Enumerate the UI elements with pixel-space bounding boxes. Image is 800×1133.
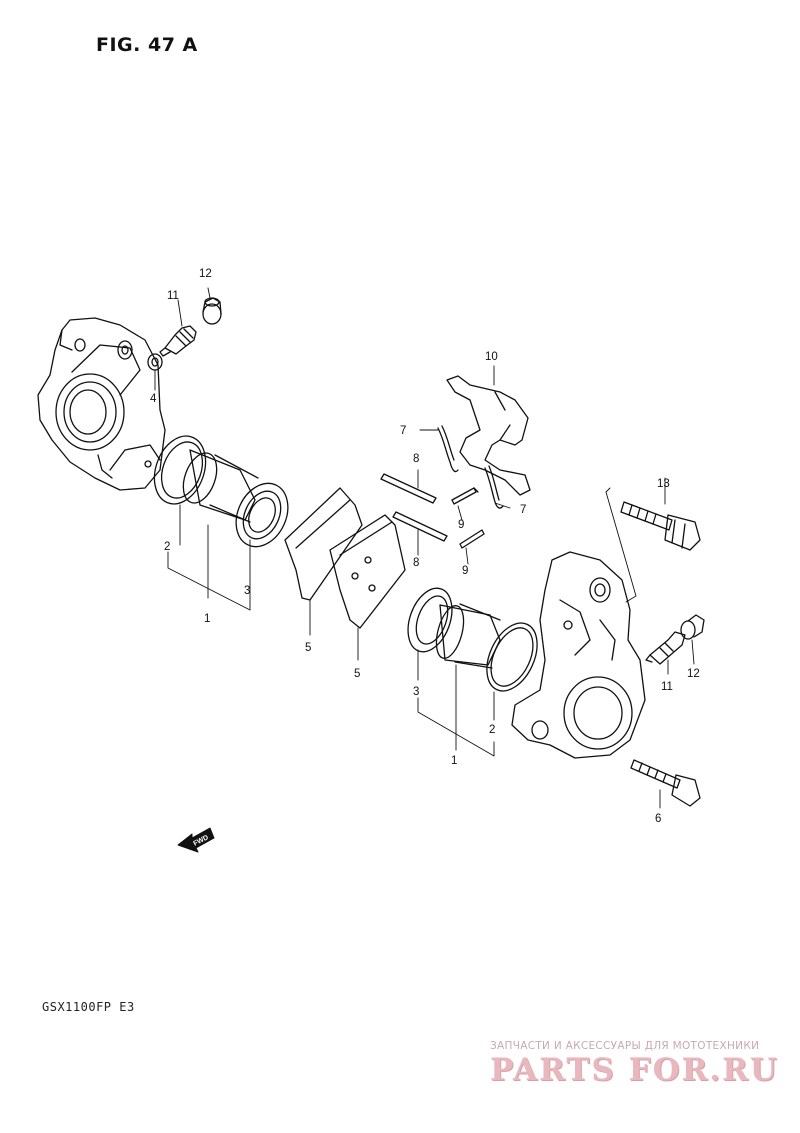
callout-8-lower: 8 [413, 557, 419, 569]
callout-11-right: 11 [661, 681, 673, 693]
pad-clip-upper [437, 425, 459, 473]
piston-right [435, 603, 501, 669]
callout-10: 10 [485, 351, 498, 363]
callout-11-left: 11 [167, 290, 179, 302]
cotter-pin-upper [451, 487, 479, 505]
brake-pad-outer [284, 487, 363, 601]
callout-7-lower: 7 [520, 504, 526, 516]
dust-seal-right [407, 587, 453, 653]
dust-seal-left [235, 482, 289, 548]
pad-clip-lower [484, 465, 504, 509]
piston-seal-right [486, 622, 538, 692]
watermark-logo: PARTS FOR.RU [490, 1052, 779, 1088]
piston-seal-left [153, 435, 207, 505]
pad-spring [446, 375, 531, 496]
callout-4: 4 [150, 393, 157, 405]
callout-2-left: 2 [164, 541, 170, 553]
bleeder-valve-left [159, 325, 197, 357]
callout-2-right: 2 [489, 724, 495, 736]
callout-6: 6 [655, 813, 661, 825]
pad-pin-lower [392, 511, 448, 542]
callout-7-upper: 7 [400, 425, 406, 437]
cotter-pin-lower [459, 529, 485, 549]
bleeder-cap-left [202, 297, 222, 325]
brake-pad-inner [329, 514, 406, 629]
callout-13: 13 [657, 478, 670, 490]
bleeder-valve-right [645, 631, 686, 665]
callout-9-upper: 9 [458, 519, 464, 531]
fwd-arrow-icon: FWD [177, 827, 215, 853]
watermark-tagline: ЗАПЧАСТИ И АКСЕССУАРЫ ДЛЯ МОТОТЕХНИКИ [490, 1040, 760, 1052]
mounting-bolt-lower [630, 759, 701, 807]
bleeder-cap-right [680, 614, 705, 640]
callout-8-upper: 8 [413, 453, 419, 465]
pad-pin-upper [380, 473, 437, 504]
right-caliper-body [511, 551, 646, 759]
callout-12-right: 12 [687, 668, 700, 680]
callout-3-left: 3 [244, 585, 250, 597]
left-caliper-body [37, 317, 166, 491]
washer-left [147, 353, 163, 371]
callout-5-inner: 5 [354, 668, 360, 680]
model-code: GSX1100FP E3 [42, 1000, 135, 1014]
callout-9-lower: 9 [462, 565, 468, 577]
mounting-bolt-upper [620, 501, 701, 551]
callout-labels: 1 2 3 4 5 5 6 7 7 8 8 9 9 10 11 11 12 12… [150, 268, 700, 825]
callout-1-right: 1 [451, 755, 457, 767]
callout-1-left: 1 [204, 613, 210, 625]
callout-5-outer: 5 [305, 642, 311, 654]
figure-title: FIG. 47 A [96, 34, 198, 56]
callout-12-left: 12 [199, 268, 212, 280]
leader-lines [154, 287, 695, 809]
callout-3-right: 3 [413, 686, 419, 698]
